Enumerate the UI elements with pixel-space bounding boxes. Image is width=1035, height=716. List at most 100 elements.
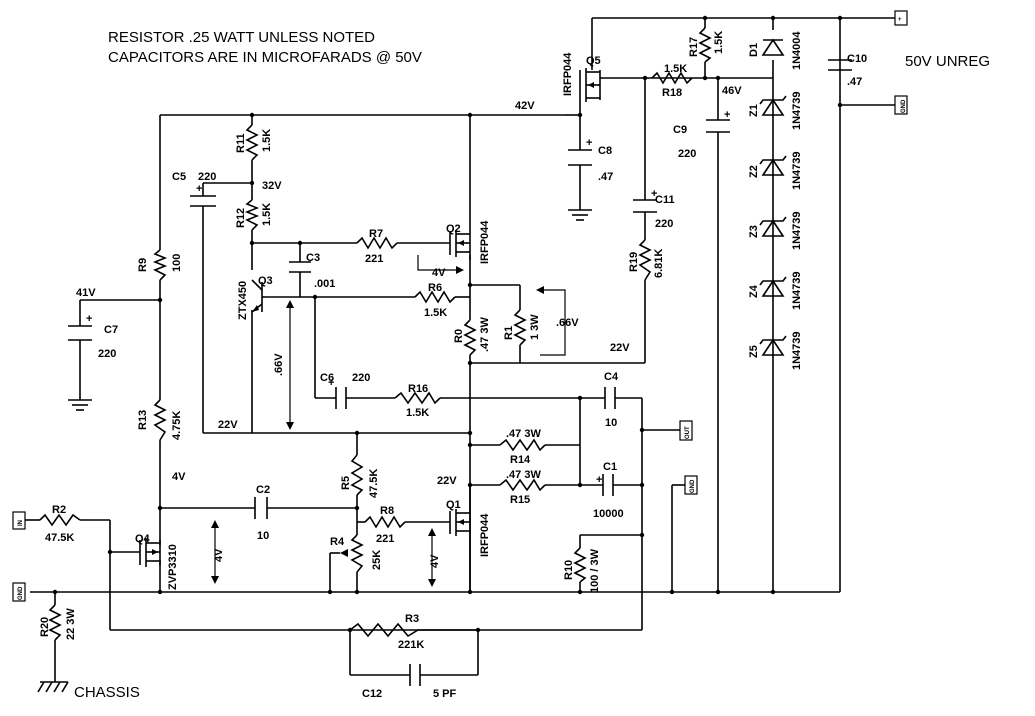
resistor-r6 (414, 290, 456, 304)
label-c12-value: 5 PF (433, 688, 457, 700)
mosfet-q1 (449, 485, 471, 540)
svg-text:+: + (898, 17, 902, 23)
label-r4-value: 25K (371, 550, 383, 570)
capacitor-c7: + (68, 313, 92, 341)
terminal-gnd-output: GND (684, 475, 698, 495)
capacitor-c11: + (633, 188, 657, 213)
label-c1: C1 (603, 461, 617, 473)
label-c9: C9 (673, 124, 687, 136)
label-z2: Z2 (748, 165, 760, 178)
zener-z5 (759, 335, 787, 356)
label-r1: R1 (503, 326, 515, 340)
voltage-4v-c2: 4V (213, 548, 225, 562)
label-q4: Q4 (135, 533, 151, 545)
label-r5: R5 (340, 476, 352, 490)
label-z3: Z3 (748, 225, 760, 238)
resistor-r0 (463, 319, 477, 356)
label-c1-value: 10000 (593, 508, 624, 520)
svg-text:OUT: OUT (685, 426, 691, 439)
resistor-symbols (39, 27, 712, 641)
voltage-066v-q3: .66V (273, 353, 285, 376)
label-c9-value: 220 (678, 148, 696, 160)
label-c5-value: 220 (198, 171, 216, 183)
voltage-4v-q2: 4V (432, 267, 446, 279)
label-c5: C5 (172, 171, 186, 183)
svg-text:+: + (586, 137, 592, 149)
label-c12: C12 (362, 688, 382, 700)
resistor-r3 (349, 622, 478, 638)
label-r10-value: 100 / 3W (589, 548, 601, 593)
label-c6: C6 (320, 372, 334, 384)
label-r11: R11 (235, 133, 247, 153)
label-r6: R6 (428, 282, 442, 294)
svg-text:IN: IN (18, 520, 24, 526)
junction-dots (52, 15, 843, 633)
resistor-r17 (698, 27, 712, 63)
capacitor-c10 (828, 59, 852, 71)
capacitor-c12 (409, 664, 421, 686)
svg-text:+: + (196, 183, 202, 195)
label-r5-value: 47.5K (368, 469, 380, 498)
capacitor-c8: + (568, 137, 592, 166)
label-r3-value: 221K (398, 639, 424, 651)
label-r10: R10 (563, 560, 575, 580)
label-r1-value: 1 3W (529, 314, 541, 340)
label-z4: Z4 (748, 284, 760, 298)
resistor-r14 (499, 438, 546, 452)
label-c11-value: 220 (655, 218, 673, 230)
transistor-symbols (110, 68, 601, 567)
label-r18-value: 1.5K (664, 63, 687, 75)
resistor-r12 (244, 199, 260, 231)
resistor-r19 (638, 239, 652, 281)
svg-text:+: + (86, 313, 92, 325)
label-c2-value: 10 (257, 530, 269, 542)
voltage-4v-q1: 4V (429, 554, 441, 568)
label-r13-value: 4.75K (171, 411, 183, 440)
label-c10-value: .47 (847, 76, 862, 88)
label-q3: Q3 (258, 275, 273, 287)
terminal-gnd-supply: GND (894, 95, 908, 115)
label-c4-value: 10 (605, 417, 617, 429)
resistor-r8 (364, 515, 406, 529)
label-c3-value: .001 (314, 278, 335, 290)
label-r17: R17 (688, 37, 700, 57)
label-r8: R8 (380, 505, 394, 517)
wiring (25, 17, 895, 682)
chassis-label: CHASSIS (74, 684, 140, 701)
voltage-22v-c5: 22V (218, 419, 238, 431)
svg-text:+: + (328, 377, 334, 389)
label-r12: R12 (235, 208, 247, 228)
svg-text:GND: GND (18, 586, 24, 600)
label-r16: R16 (408, 383, 428, 395)
capacitor-c3 (289, 261, 311, 273)
label-z4-type: 1N4739 (791, 271, 803, 310)
label-c4: C4 (604, 371, 619, 383)
label-c6-value: 220 (352, 372, 370, 384)
voltage-066v-r1: .66V (556, 317, 579, 329)
capacitor-symbols: + + + + (68, 59, 852, 686)
terminal-plus: + (894, 10, 908, 26)
label-q5: Q5 (586, 55, 601, 67)
resistor-r16 (394, 391, 441, 405)
ground-c7 (68, 399, 92, 411)
capacitor-c6: + (328, 377, 347, 409)
label-c8-value: .47 (598, 171, 613, 183)
resistor-r1 (513, 309, 527, 346)
label-z3-type: 1N4739 (791, 211, 803, 250)
label-r4: R4 (330, 536, 345, 548)
label-c7-value: 220 (98, 348, 116, 360)
ground-c8 (568, 209, 592, 221)
terminal-gnd-input: GND (12, 582, 26, 602)
note-capacitor-units: CAPACITORS ARE IN MICROFARADS @ 50V (108, 49, 422, 66)
label-d1-type: 1N4004 (791, 31, 803, 70)
label-r6-value: 1.5K (424, 307, 447, 319)
resistor-r20 (48, 604, 62, 641)
label-d1: D1 (748, 43, 760, 57)
resistor-r10 (573, 547, 587, 583)
capacitor-c5: + (190, 183, 216, 207)
svg-text:+: + (596, 474, 602, 486)
label-r15-value: .47 3W (506, 469, 541, 481)
label-q1: Q1 (446, 499, 461, 511)
